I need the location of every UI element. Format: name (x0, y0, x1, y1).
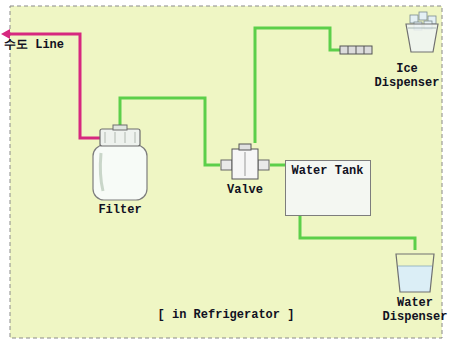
water-pipe (300, 216, 415, 250)
water-dispenser: Water Dispenser (380, 250, 450, 336)
region-label: [ in Refrigerator ] (10, 308, 442, 322)
refrigerator-panel (10, 6, 442, 338)
label-holder: 수도 Line (4, 38, 64, 52)
filter-cartridge: Filter (85, 125, 155, 223)
refrigerator-region: [ in Refrigerator ] Filter Valve Water Tank… (10, 6, 442, 338)
water-tank: Water Tank (285, 160, 371, 216)
water-pipe (270, 164, 285, 167)
ice-dispenser: Ice Dispenser (340, 12, 442, 98)
component-label: Valve (220, 183, 270, 197)
pipe-label: 수도 Line (4, 38, 64, 52)
water-pipe (255, 28, 340, 143)
supply-arrowhead (1, 29, 10, 39)
component-label: Ice Dispenser (372, 62, 442, 90)
component-label: Water Tank (286, 164, 369, 178)
valve-symbol: Valve (220, 143, 270, 199)
component-label: Filter (85, 203, 155, 217)
component-label: Water Dispenser (380, 296, 450, 324)
